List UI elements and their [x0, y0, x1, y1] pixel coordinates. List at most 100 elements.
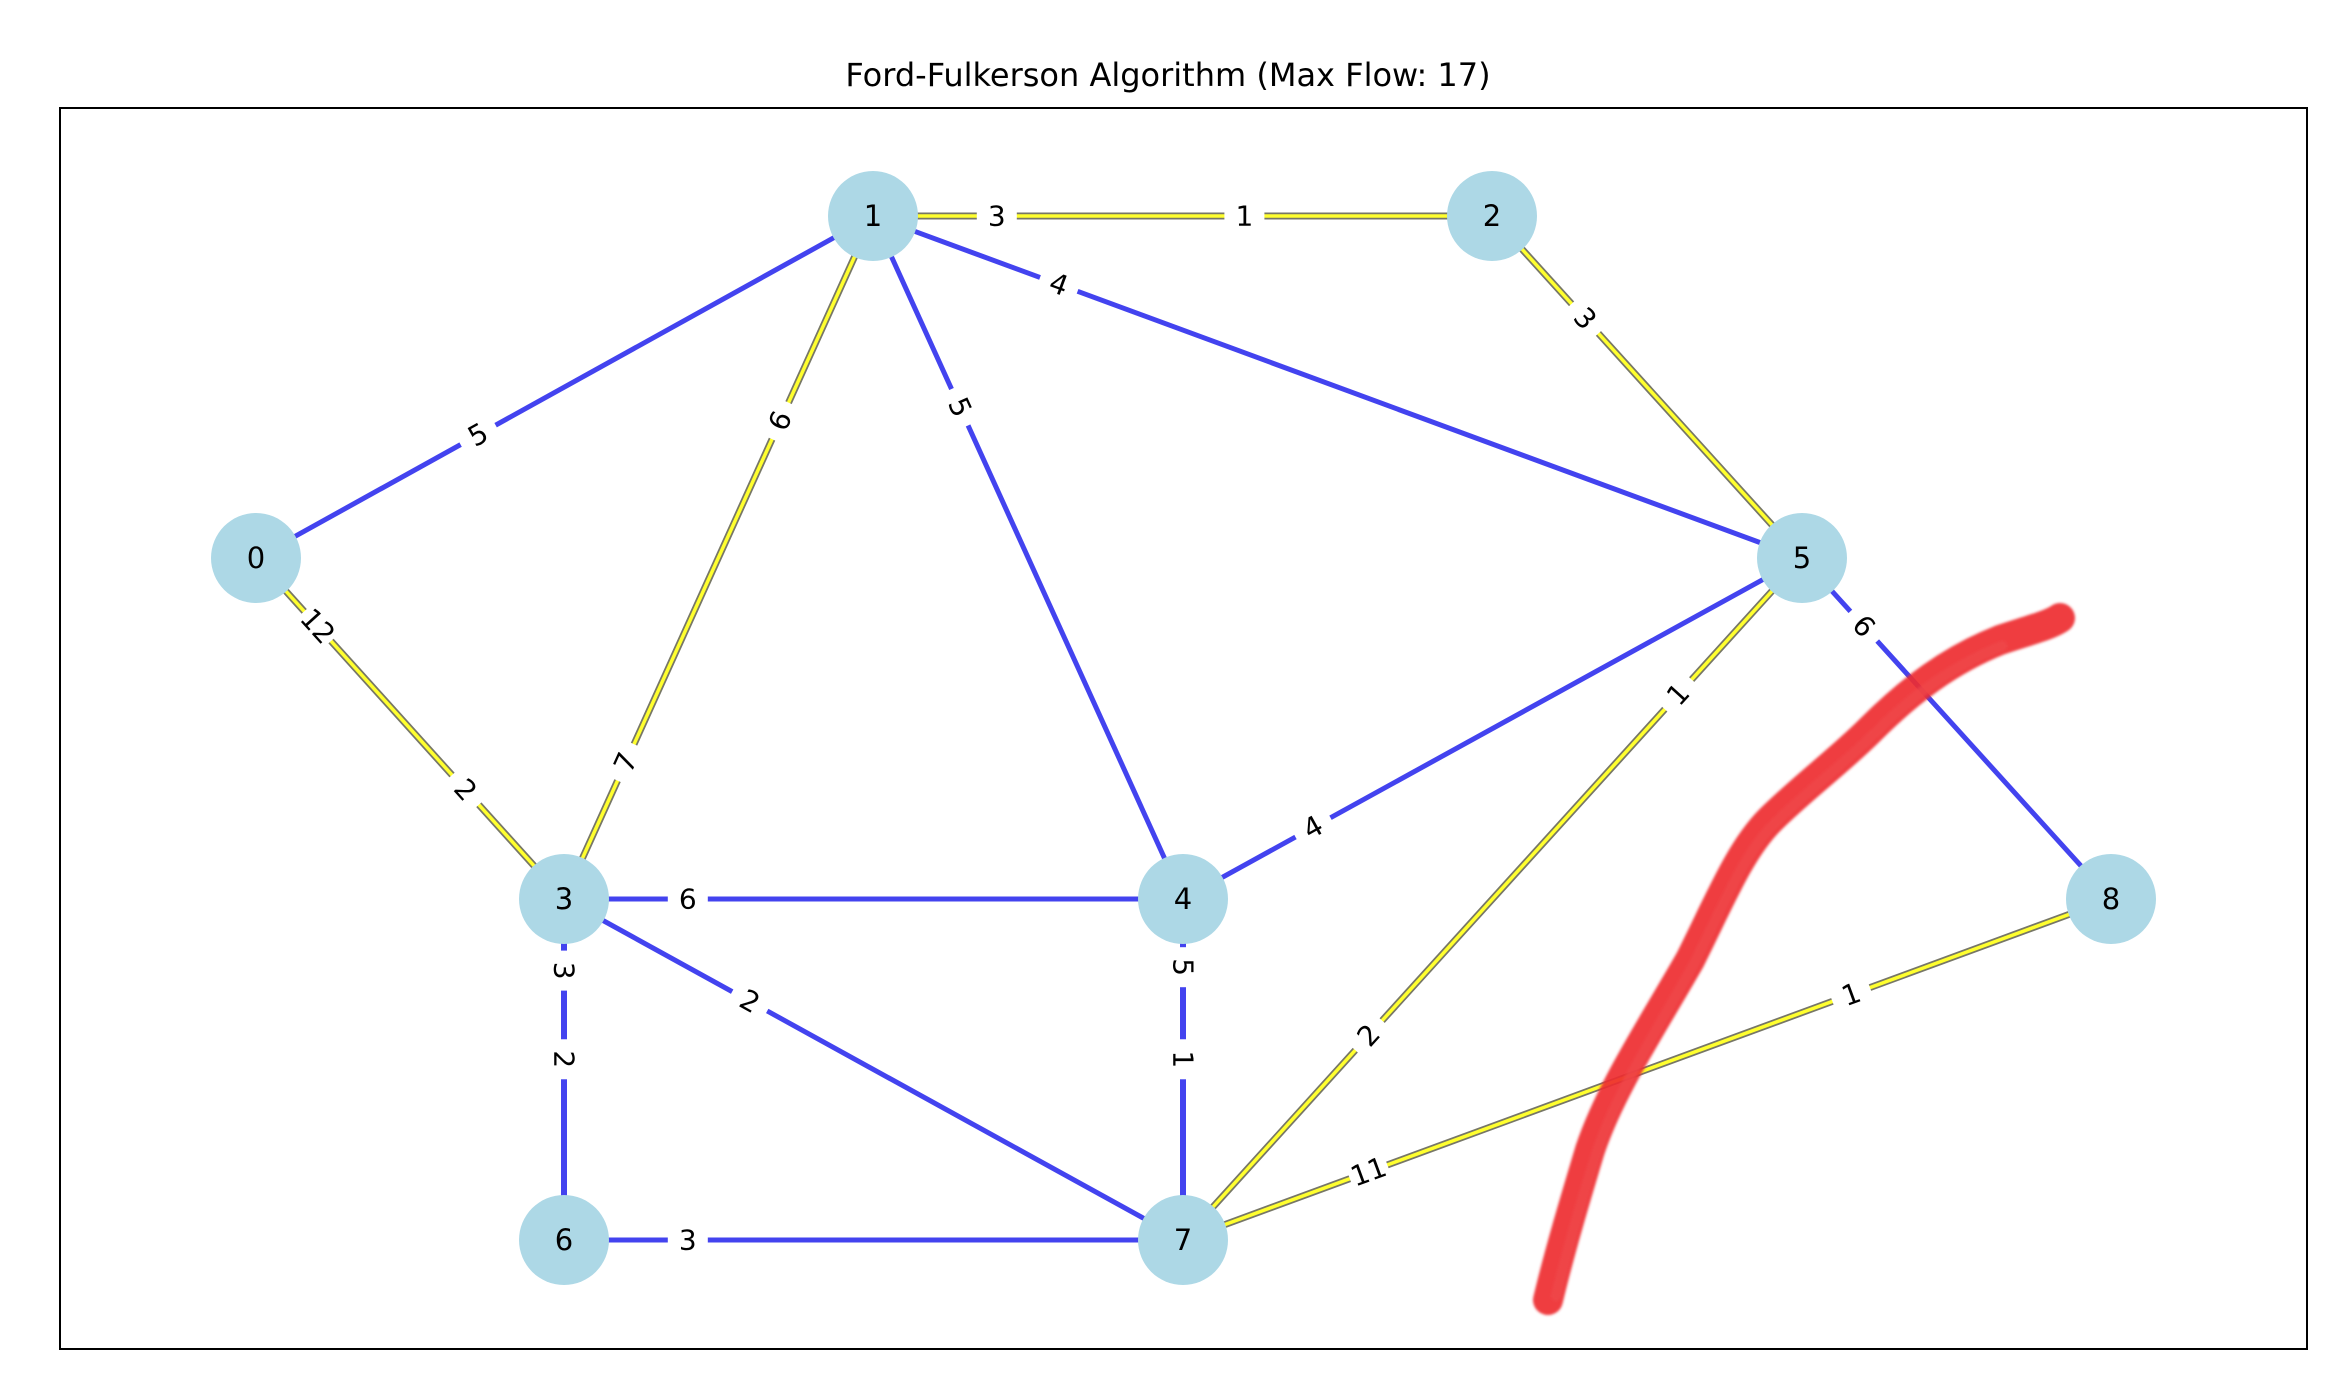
edge-label-bg	[1166, 1039, 1200, 1080]
edge-weight-label: 5	[1167, 958, 1200, 976]
edge-weight-label: 3	[548, 962, 581, 980]
node-circle	[519, 854, 609, 944]
edge-label-bg	[1826, 971, 1876, 1018]
edge-label-7-8: 11	[1343, 1148, 1394, 1195]
edge-weight-label: 3	[988, 200, 1006, 233]
node-circle	[211, 513, 301, 603]
plot-frame	[59, 107, 2308, 1350]
edge-label-bg	[756, 395, 805, 447]
edge-label-bg	[1166, 947, 1200, 988]
node-0: 0	[211, 513, 301, 603]
node-8: 8	[2066, 854, 2156, 944]
edge-label-bg	[667, 882, 708, 916]
edge-label-4-5: 4	[1287, 802, 1339, 852]
edge-label-5-8: 6	[1837, 599, 1890, 653]
edge-label-1-4: 5	[936, 382, 984, 433]
red-strike-mark	[1533, 603, 2075, 1315]
node-1: 1	[828, 171, 918, 261]
edge-label-bg	[1034, 261, 1084, 308]
node-label: 0	[247, 541, 265, 575]
edge-label-bg	[723, 976, 776, 1026]
edge-line	[562, 215, 875, 900]
edge-label-6-7: 3	[667, 1223, 708, 1257]
edge-label-bg	[936, 382, 984, 433]
edge-line	[1182, 897, 2112, 1242]
edge-label-bg	[976, 199, 1017, 233]
edge-line	[1490, 214, 1804, 560]
node-label: 5	[1793, 541, 1811, 575]
chart-title: Ford-Fulkerson Algorithm (Max Flow: 17)	[845, 56, 1491, 94]
edge-line	[254, 213, 875, 561]
node-7: 7	[1138, 1195, 1228, 1285]
edge-label-bg	[1343, 1148, 1394, 1195]
edge-weight-label: 6	[679, 883, 697, 916]
node-circle	[1138, 1195, 1228, 1285]
edge-label-bg	[1224, 199, 1265, 233]
node-circle	[2066, 854, 2156, 944]
edge-label-5-7: 1	[1652, 668, 1705, 721]
edge-line	[872, 213, 1803, 561]
edge-label-bg	[1342, 1009, 1395, 1062]
edge-label-bg	[1558, 292, 1612, 345]
edge-label-bg	[1652, 668, 1705, 721]
edge-line	[254, 556, 566, 901]
node-label: 8	[2102, 882, 2120, 916]
edge-label-5-7: 2	[1342, 1009, 1395, 1062]
edge-3-7	[562, 896, 1185, 1243]
edge-label-3-7: 2	[723, 976, 776, 1026]
edge-label-3-6: 3	[547, 950, 581, 991]
edge-0-3	[253, 555, 567, 902]
node-3: 3	[519, 854, 609, 944]
node-2: 2	[1447, 171, 1537, 261]
edge-label-1-2: 3	[976, 199, 1017, 233]
edge-label-1-3: 7	[602, 737, 650, 788]
edge-label-2-5: 3	[1558, 292, 1612, 345]
edge-label-bg	[291, 599, 344, 653]
edge-label-bg	[547, 1039, 581, 1080]
edge-2-5	[1489, 213, 1805, 561]
edge-weight-label: 2	[548, 1050, 581, 1068]
edge-1-4	[870, 214, 1186, 901]
edge-line	[870, 214, 1186, 901]
edge-label-1-5: 4	[1034, 261, 1084, 308]
edge-4-5	[1181, 555, 1804, 902]
edge-weight-label: 1	[1235, 200, 1253, 233]
edge-0-1	[254, 213, 875, 561]
edge-7-8	[1181, 895, 2113, 1244]
edge-label-3-4: 6	[667, 882, 708, 916]
edge-label-1-3: 6	[756, 395, 805, 447]
edge-label-bg	[452, 410, 504, 460]
edge-label-bg	[667, 1223, 708, 1257]
edge-label-bg	[547, 950, 581, 991]
edges-layer	[253, 212, 2113, 1244]
edge-label-3-6: 2	[547, 1039, 581, 1080]
edge-line	[1181, 556, 1804, 1242]
node-label: 4	[1174, 882, 1192, 916]
edge-label-bg	[1287, 802, 1339, 852]
edge-label-bg	[602, 737, 650, 788]
node-6: 6	[519, 1195, 609, 1285]
edge-1-3	[560, 214, 877, 901]
node-label: 6	[555, 1223, 573, 1257]
edge-label-0-3: 2	[439, 763, 492, 817]
node-label: 7	[1174, 1223, 1192, 1257]
node-circle	[828, 171, 918, 261]
edge-label-4-7: 1	[1166, 1039, 1200, 1080]
node-circle	[1138, 854, 1228, 944]
edge-line	[562, 896, 1185, 1243]
node-label: 2	[1483, 199, 1501, 233]
edge-label-7-8: 1	[1826, 971, 1876, 1018]
edge-label-bg	[439, 763, 492, 817]
node-label: 3	[555, 882, 573, 916]
edge-5-7	[1180, 555, 1805, 1243]
node-circle	[1447, 171, 1537, 261]
edge-label-0-1: 5	[452, 410, 504, 460]
edge-1-5	[872, 213, 1803, 561]
node-label: 1	[864, 199, 882, 233]
edge-label-4-7: 5	[1166, 947, 1200, 988]
node-4: 4	[1138, 854, 1228, 944]
node-circle	[519, 1195, 609, 1285]
